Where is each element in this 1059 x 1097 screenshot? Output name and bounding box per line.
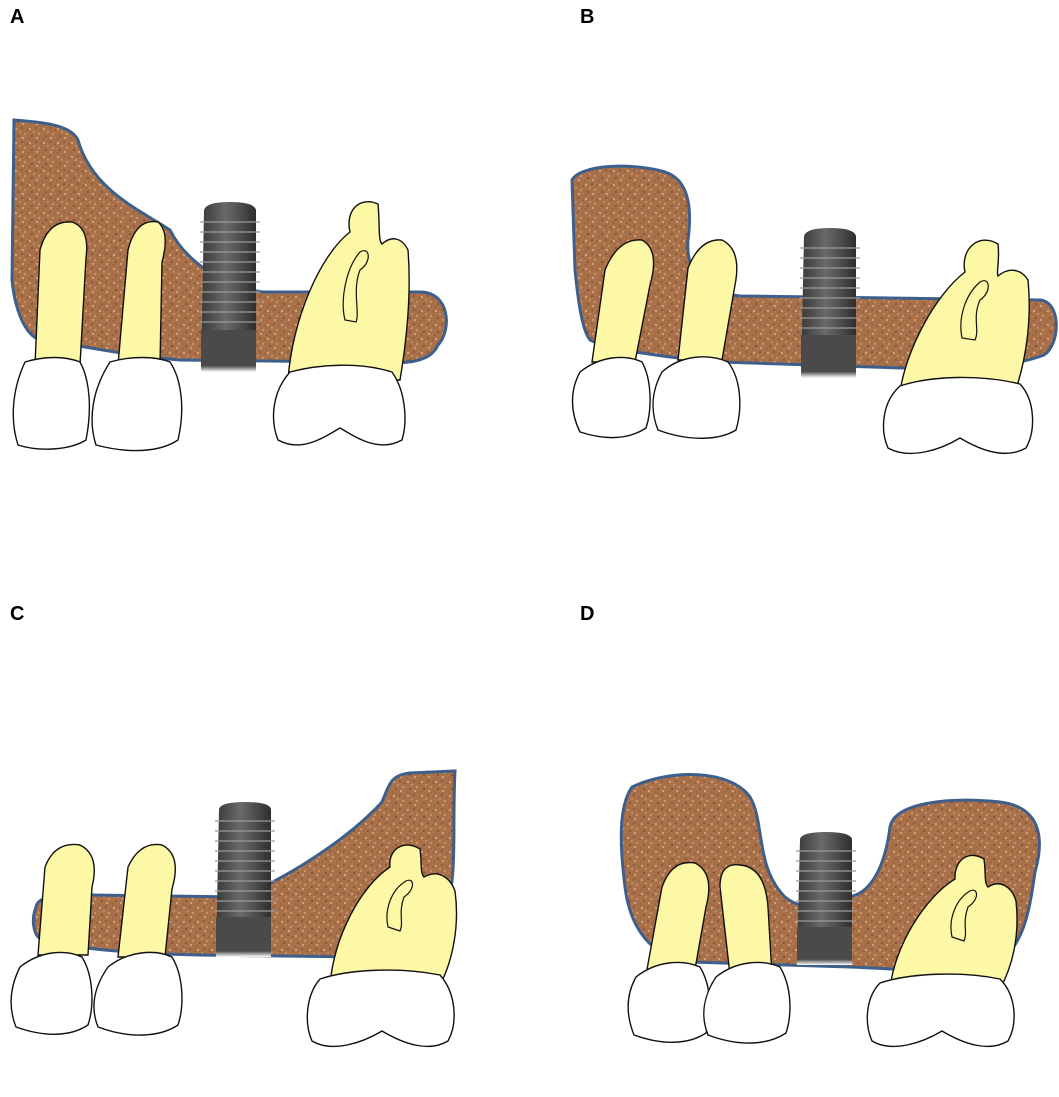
implant-icon [215,802,275,957]
panel-b: B [570,0,1059,500]
tooth-crown-icon [307,970,454,1046]
tooth-crown-icon [628,962,710,1042]
diagram-d [570,597,1059,1097]
tooth-crown-icon [704,962,790,1043]
tooth-crown-icon [653,357,740,438]
diagram-b [570,0,1059,500]
tooth-root-icon [35,222,87,365]
tooth-crown-icon [92,358,182,451]
panel-a: A [0,0,520,500]
tooth-crown-icon [274,365,405,445]
diagram-a [0,0,520,500]
tooth-crown-icon [884,377,1033,453]
tooth-crown-icon [94,952,182,1035]
tooth-root-icon [38,844,94,955]
implant-icon [200,202,260,372]
tooth-root-icon [118,844,175,957]
implant-icon [800,228,860,378]
tooth-crown-icon [867,974,1014,1046]
tooth-crown-icon [13,358,89,450]
panel-c: C [0,597,520,1097]
panel-d: D [570,597,1059,1097]
tooth-crown-icon [573,357,651,437]
implant-icon [796,832,856,965]
diagram-c [0,597,520,1097]
tooth-crown-icon [11,952,92,1034]
